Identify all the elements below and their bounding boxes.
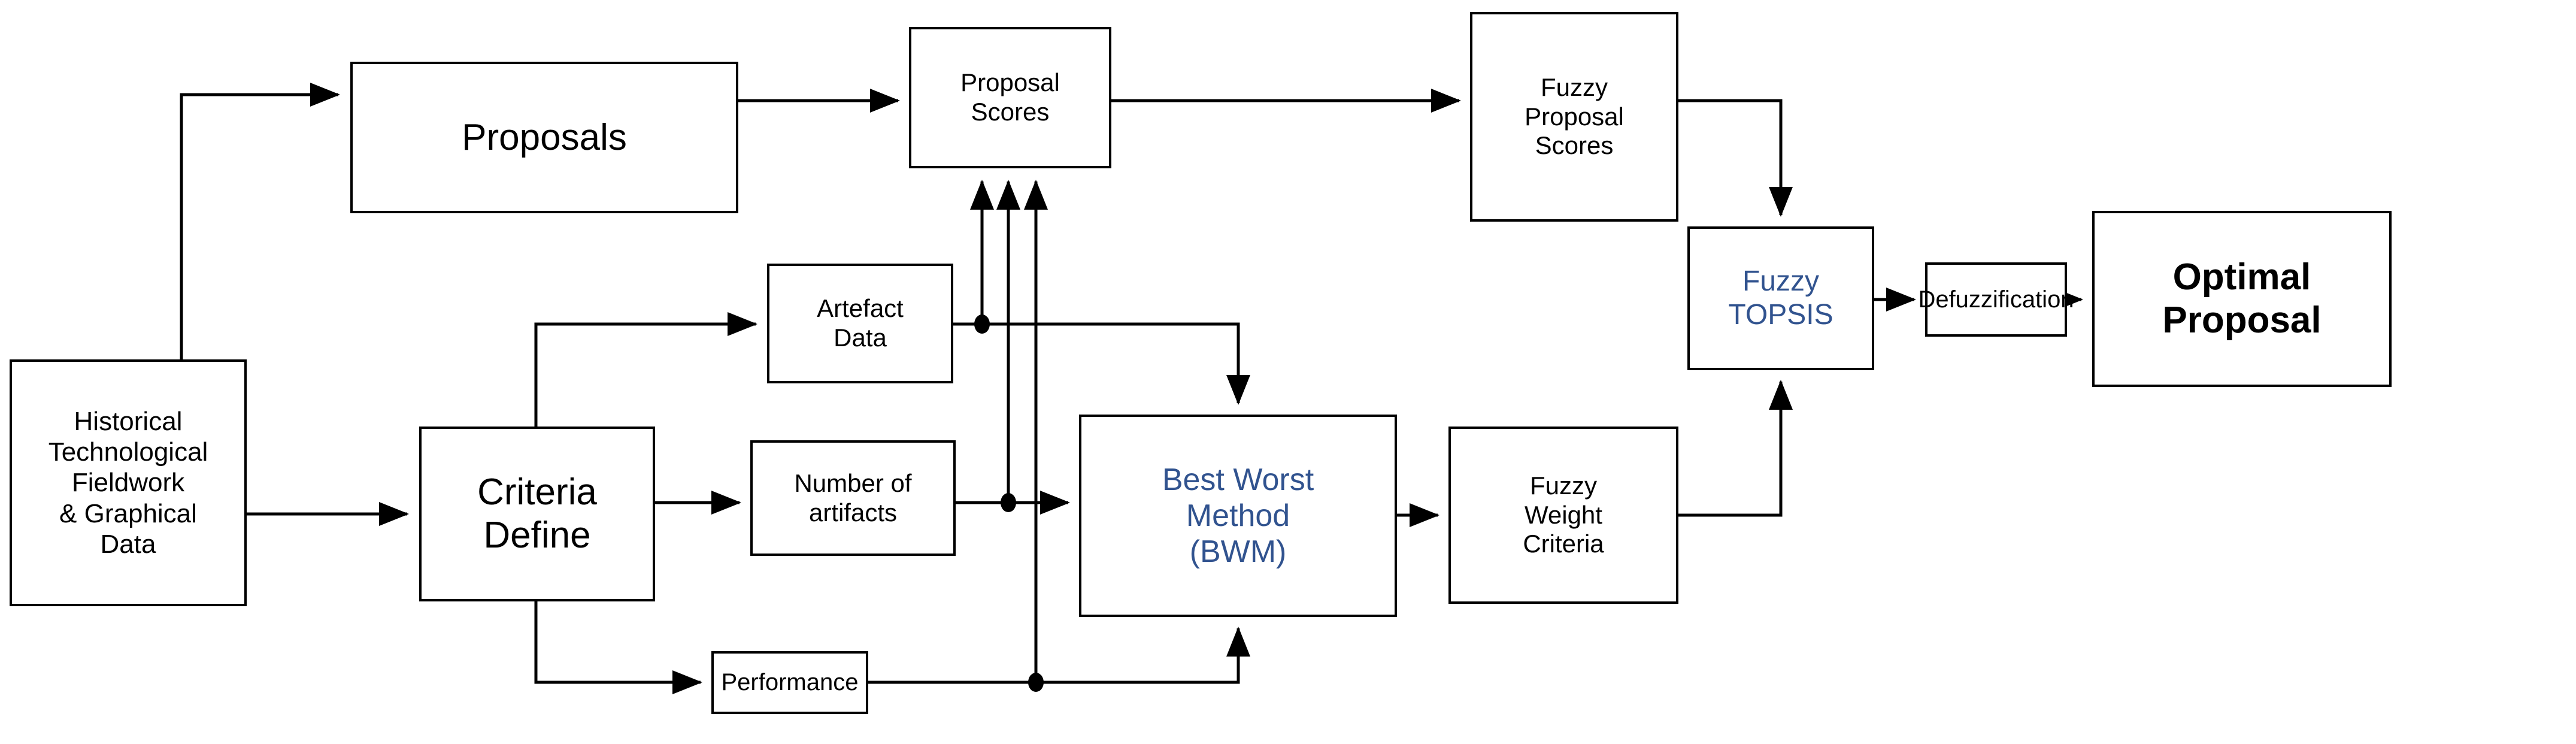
node-fuzzy-proposal-scores[interactable]: Fuzzy Proposal Scores [1470,12,1678,222]
node-defuzzification[interactable]: Defuzzification [1918,262,2074,337]
junction-number-artifacts [1001,493,1016,512]
edge-artefact-data-to-bwm [953,322,1250,406]
node-criteria-define[interactable]: Criteria Define [419,427,655,601]
edge-performance-to-bwm [868,626,1250,684]
node-number-of-artifacts[interactable]: Number of artifacts [750,440,956,556]
edge-criteria-to-performance [534,601,703,694]
junction-artefact-data [974,314,990,334]
edge-fuzzy-scores-to-topsis [1678,99,1793,217]
node-artefact-data[interactable]: Artefact Data [767,264,953,383]
node-proposals[interactable]: Proposals [350,62,738,213]
node-performance[interactable]: Performance [711,651,868,714]
edge-criteria-to-artefact-data [534,312,758,427]
junction-performance [1028,673,1044,692]
edge-historical-to-proposals [180,83,341,359]
node-fuzzy-topsis[interactable]: Fuzzy TOPSIS [1687,226,1874,370]
node-fuzzy-weight-criteria[interactable]: Fuzzy Weight Criteria [1448,427,1678,604]
node-proposal-scores[interactable]: Proposal Scores [909,27,1111,168]
edge-fuzzy-weight-to-topsis [1678,379,1793,517]
node-historical-data[interactable]: Historical Technological Fieldwork & Gra… [10,359,247,606]
node-best-worst-method[interactable]: Best Worst Method (BWM) [1079,415,1397,617]
node-optimal-proposal[interactable]: Optimal Proposal [2092,211,2392,387]
